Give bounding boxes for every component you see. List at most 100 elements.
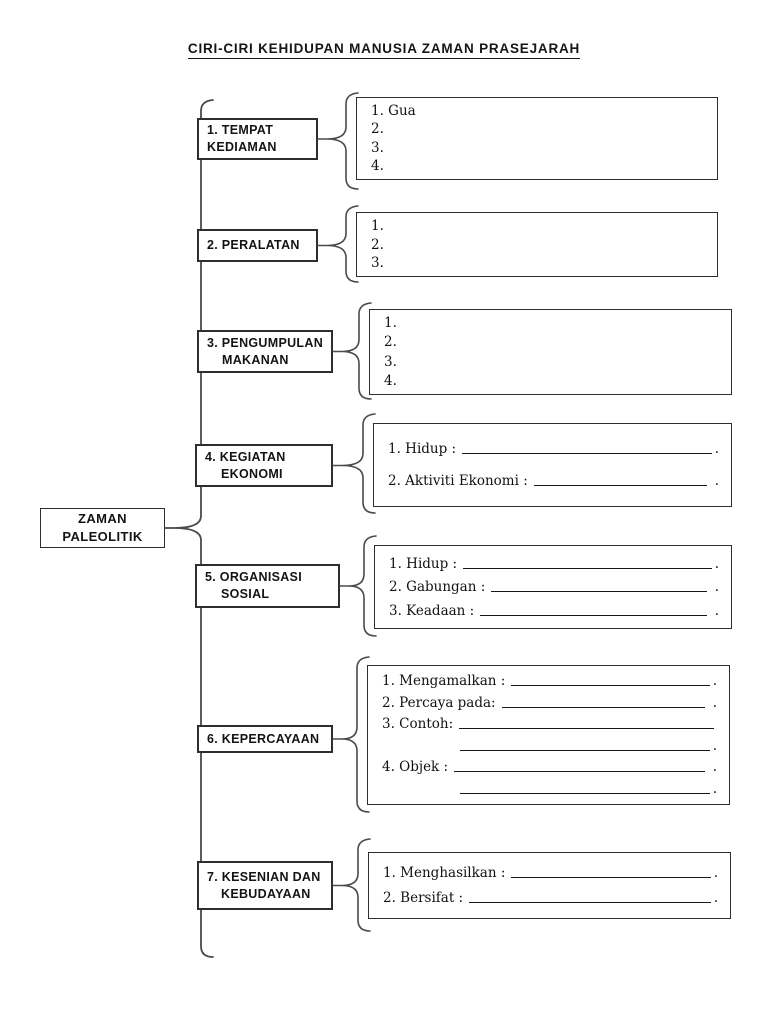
answer-row: . xyxy=(454,781,717,797)
blank-answer-line xyxy=(460,792,710,794)
title-row: CIRI-CIRI KEHIDUPAN MANUSIA ZAMAN PRASEJ… xyxy=(0,40,768,59)
section-label-line-2: EKONOMI xyxy=(221,466,283,481)
answer-row: 2. xyxy=(384,334,719,350)
root-box-zaman-paleolitik: ZAMAN PALEOLITIK xyxy=(40,508,165,548)
answer-row: 1. Menghasilkan :. xyxy=(383,865,718,881)
answer-row-label: 3. Keadaan : xyxy=(389,602,475,619)
section-label-line-1: 7. KESENIAN DAN xyxy=(207,869,321,884)
answer-row-label: 4. xyxy=(371,158,384,175)
answer-row-label: 1. Hidup : xyxy=(389,555,458,572)
brace-peralatan-path xyxy=(317,205,359,283)
answer-row: 3. xyxy=(384,354,719,370)
answer-row: 2. Bersifat :. xyxy=(383,890,718,906)
section-box-peralatan: 2. PERALATAN xyxy=(197,229,318,262)
answer-row-label: 2. Percaya pada: xyxy=(382,694,496,711)
section-label-line-2: MAKANAN xyxy=(222,352,289,367)
root-box-label-line-1: ZAMAN xyxy=(78,511,127,526)
answer-row-period: . xyxy=(708,694,717,711)
answer-row-period: . xyxy=(712,737,717,754)
answer-row: 3. Contoh: xyxy=(382,716,717,732)
answer-row: 3. xyxy=(371,255,705,271)
blank-answer-line xyxy=(511,876,711,878)
root-box-label-line-2: PALEOLITIK xyxy=(62,529,143,544)
brace-tempat-kediaman-path xyxy=(317,92,359,190)
answer-box-peralatan: 1.2.3. xyxy=(356,212,718,277)
answer-row: 3. Keadaan : . xyxy=(389,603,719,619)
answer-row-period: . xyxy=(710,602,719,619)
answer-row: 2. Gabungan : . xyxy=(389,579,719,595)
section-box-kepercayaan: 6. KEPERCAYAAN xyxy=(197,725,333,753)
brace-organisasi-sosial-path xyxy=(339,535,377,637)
answer-row-label: 3. xyxy=(371,139,384,156)
blank-answer-line xyxy=(469,902,711,904)
answer-row: 3. xyxy=(371,140,705,156)
answer-box-organisasi-sosial: 1. Hidup :.2. Gabungan : .3. Keadaan : . xyxy=(374,545,732,629)
blank-answer-line xyxy=(462,453,712,455)
answer-row-period: . xyxy=(714,441,719,458)
brace-tempat-kediaman xyxy=(317,92,359,190)
brace-kesenian-dan-kebudayaan xyxy=(332,838,371,932)
answer-row-period: . xyxy=(708,759,717,776)
answer-row: 2. Percaya pada: . xyxy=(382,695,717,711)
section-label-line-2: SOSIAL xyxy=(221,587,270,601)
answer-row: 1. Mengamalkan :. xyxy=(382,673,717,689)
section-box-kegiatan-ekonomi: 4. KEGIATAN EKONOMI xyxy=(195,444,333,487)
section-label-line-1: 3. PENGUMPULAN xyxy=(207,335,324,350)
answer-row: 1. xyxy=(384,315,719,331)
answer-row-label: 1. Mengamalkan : xyxy=(382,673,506,690)
section-label-line-2: KEBUDAYAAN xyxy=(221,886,311,901)
answer-row-period: . xyxy=(714,555,719,572)
section-label-line-1: 2. PERALATAN xyxy=(207,238,300,252)
brace-kegiatan-ekonomi-path xyxy=(332,413,376,514)
section-label-line-1: 6. KEPERCAYAAN xyxy=(207,731,320,746)
answer-row: . xyxy=(454,738,717,754)
answer-row-label: 1. xyxy=(371,217,384,234)
answer-box-kepercayaan: 1. Mengamalkan :.2. Percaya pada: .3. Co… xyxy=(367,665,730,805)
brace-peralatan xyxy=(317,205,359,283)
section-box-tempat-kediaman: 1. TEMPAT KEDIAMAN xyxy=(197,118,318,160)
answer-row-label: 2. Gabungan : xyxy=(389,579,486,595)
answer-row-label: 2. xyxy=(384,334,397,351)
answer-row-label: 4. Objek : xyxy=(382,759,449,776)
section-label-line-1: 4. KEGIATAN xyxy=(205,449,286,464)
answer-row-label: 1. xyxy=(384,315,397,332)
section-label-line-1: 1. TEMPAT xyxy=(207,123,274,137)
answer-row-period: . xyxy=(710,472,719,489)
brace-kepercayaan-path xyxy=(332,656,370,813)
answer-row-label: 1. Hidup : xyxy=(388,441,457,458)
brace-pengumpulan-makanan xyxy=(332,302,372,400)
answer-box-kegiatan-ekonomi: 1. Hidup :.2. Aktiviti Ekonomi : . xyxy=(373,423,732,507)
answer-row: 1. Hidup :. xyxy=(389,556,719,572)
answer-row-label: 3. xyxy=(384,353,397,370)
answer-row-label: 2. xyxy=(371,121,384,138)
blank-answer-line xyxy=(533,484,708,486)
section-label-line-2: KEDIAMAN xyxy=(207,140,277,154)
blank-answer-line xyxy=(480,614,708,616)
blank-answer-line xyxy=(491,591,708,592)
answer-row: 1. xyxy=(371,218,705,234)
brace-kegiatan-ekonomi xyxy=(332,413,376,514)
main-brace xyxy=(164,99,214,958)
blank-answer-line xyxy=(460,749,710,751)
answer-row-label: 1. Menghasilkan : xyxy=(383,864,506,881)
main-brace-path xyxy=(164,99,214,958)
answer-row: 2. xyxy=(371,121,705,137)
answer-box-pengumpulan-makanan: 1. 2. 3. 4. xyxy=(369,309,732,395)
answer-row: 4. xyxy=(371,158,705,174)
answer-row-label: 2. Bersifat : xyxy=(383,890,464,907)
answer-row: 1. Hidup :. xyxy=(388,441,719,457)
answer-row-period: . xyxy=(713,864,718,881)
brace-kesenian-dan-kebudayaan-path xyxy=(332,838,371,932)
section-box-pengumpulan-makanan: 3. PENGUMPULAN MAKANAN xyxy=(197,330,333,373)
answer-row-label: 4. xyxy=(384,372,397,389)
answer-row: 2. Aktiviti Ekonomi : . xyxy=(388,473,719,489)
answer-box-kesenian-dan-kebudayaan: 1. Menghasilkan :. 2. Bersifat :. xyxy=(368,852,731,919)
section-box-kesenian-dan-kebudayaan: 7. KESENIAN DAN KEBUDAYAAN xyxy=(197,861,333,910)
answer-row-label: 3. Contoh: xyxy=(382,716,454,733)
brace-pengumpulan-makanan-path xyxy=(332,302,372,400)
answer-row-period: . xyxy=(710,579,719,595)
brace-kepercayaan xyxy=(332,656,370,813)
